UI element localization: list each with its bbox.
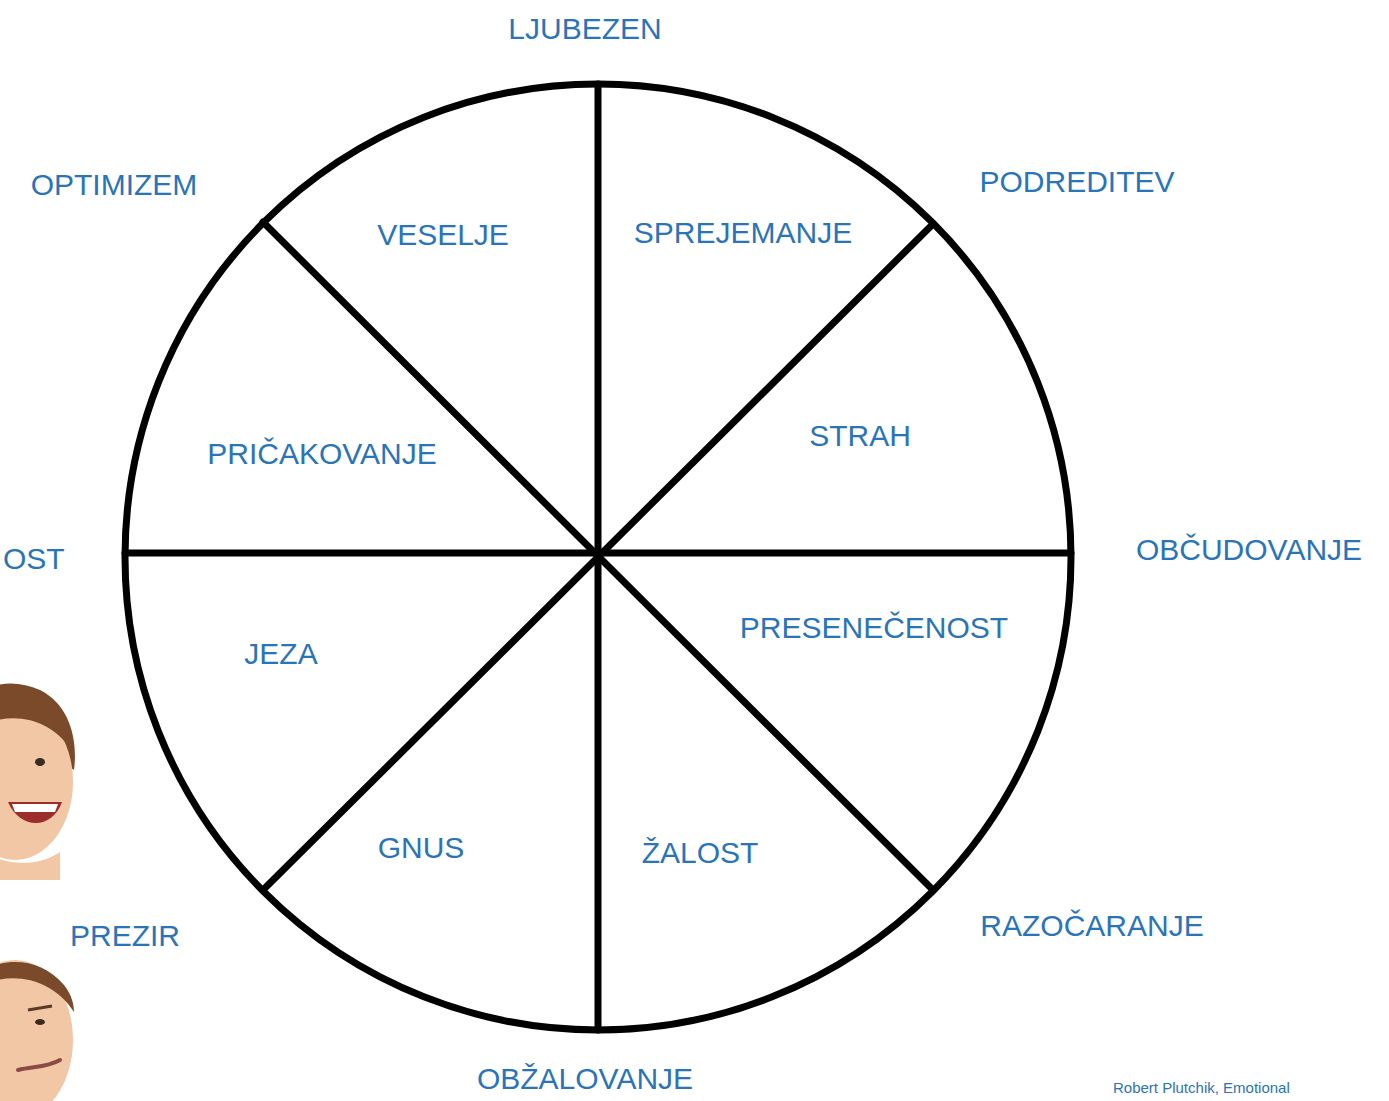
emotion-label: SPREJEMANJE <box>634 216 852 249</box>
emotion-label: RAZOČARANJE <box>980 909 1203 942</box>
wheel-circle <box>125 84 1071 1030</box>
emotion-label: PODREDITEV <box>979 165 1174 198</box>
emotion-label: ŽALOST <box>642 836 759 869</box>
emotion-label: OST <box>3 542 65 575</box>
wheel-divider <box>263 222 933 890</box>
emotion-label: JEZA <box>244 637 317 670</box>
emotion-label: VESELJE <box>377 218 509 251</box>
wheel-outline <box>125 84 1071 1030</box>
smiling-face <box>0 683 75 880</box>
emotion-label: PRESENEČENOST <box>740 611 1008 644</box>
emotion-label: PRIČAKOVANJE <box>207 437 437 470</box>
emotion-label: OBČUDOVANJE <box>1136 533 1362 566</box>
contemptuous-face <box>0 960 74 1101</box>
emotion-label: OBŽALOVANJE <box>477 1062 693 1095</box>
source-credit: Robert Plutchik, Emotional <box>1113 1080 1290 1097</box>
wheel-divider <box>263 224 933 890</box>
emotion-label: LJUBEZEN <box>508 12 661 45</box>
emotion-label: PREZIR <box>70 919 180 952</box>
emotion-label: GNUS <box>378 831 465 864</box>
emotion-label: OPTIMIZEM <box>31 168 198 201</box>
emotion-label: STRAH <box>809 419 911 452</box>
